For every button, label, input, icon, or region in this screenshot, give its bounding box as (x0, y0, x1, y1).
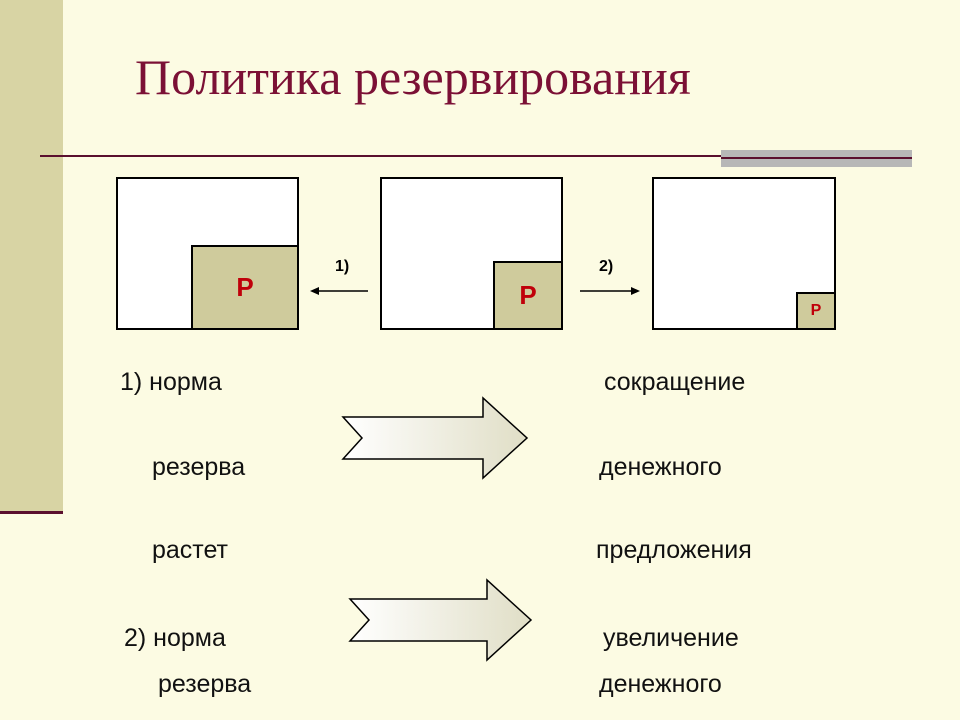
title-underline-accent-line (721, 157, 912, 159)
arrow-right-icon (580, 287, 640, 295)
block-arrow-icon-1 (341, 396, 529, 480)
right-text-5: денежного (599, 670, 722, 698)
arrow-left-icon (310, 287, 368, 295)
left-text-5: резерва (158, 670, 252, 698)
right-text-4: увеличение (603, 624, 739, 652)
arrow-label-2: 2) (599, 258, 614, 275)
right-text-1: сокращение (604, 368, 746, 396)
slide-title: Политика резервирования (135, 49, 691, 105)
right-text-2: денежного (599, 453, 722, 481)
arrow-label-1: 1) (335, 258, 350, 275)
reserve-label-1: Р (236, 272, 254, 302)
right-text-3: предложения (596, 536, 752, 564)
reserve-label-3: Р (810, 302, 822, 319)
reserve-block-1: Р (191, 245, 299, 330)
left-text-4: 2) норма (124, 624, 226, 652)
left-text-3: растет (152, 536, 229, 564)
sidebar-decoration (0, 0, 63, 514)
block-arrow-icon-2 (348, 578, 533, 662)
reserve-block-2: Р (493, 261, 563, 330)
sidebar-divider (0, 511, 63, 514)
left-text-1: 1) норма (120, 368, 222, 396)
title-underline (40, 155, 912, 157)
left-text-2: резерва (152, 453, 246, 481)
reserve-label-2: Р (519, 280, 537, 310)
reserve-block-3: Р (796, 292, 836, 330)
